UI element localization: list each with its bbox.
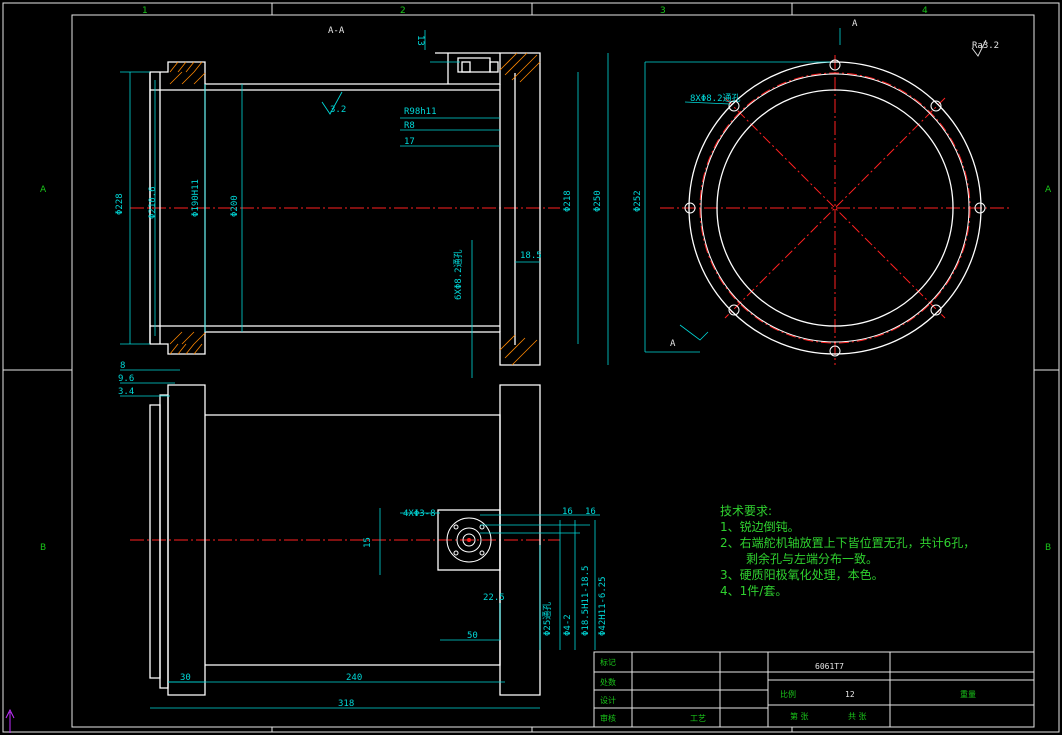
- dim-318: 318: [338, 699, 354, 709]
- title-label-design: 设计: [600, 695, 616, 705]
- end-view: 8XΦ8.2通孔 Φ252 A A Ra3.2: [633, 19, 1010, 365]
- dim-holes-left: 6XΦ8.2通孔: [453, 249, 464, 300]
- title-label-process: 工艺: [690, 714, 706, 723]
- view-arrow-label-bottom: A: [670, 339, 676, 349]
- dim-16a: 16: [562, 507, 573, 517]
- roughness-main: 3.2: [330, 105, 346, 115]
- dim-13: 13: [415, 35, 425, 46]
- dim-d190: Φ190H11: [191, 179, 201, 217]
- dim-18-5: 18.5: [520, 251, 542, 261]
- dim-9-6: 9.6: [118, 374, 134, 384]
- dim-d25: Φ25通孔: [542, 602, 553, 636]
- view-arrow-label-top: A: [852, 19, 858, 29]
- zone-top-1: 1: [142, 6, 148, 16]
- zone-side-b-left: B: [40, 543, 46, 553]
- title-scale: 12: [845, 690, 855, 699]
- title-label-weight: 重量: [960, 689, 976, 699]
- zone-side-a-left: A: [40, 185, 47, 195]
- dim-d250: Φ250: [593, 190, 603, 212]
- dim-fit-r8: R8: [404, 121, 415, 131]
- title-label-review: 审核: [600, 713, 616, 723]
- dim-d200: Φ200: [230, 195, 240, 217]
- dim-d252: Φ252: [633, 190, 643, 212]
- dim-15: 15: [363, 537, 373, 548]
- note-2: 2、右端舵机轴放置上下皆位置无孔，共计6孔，: [720, 536, 976, 550]
- note-3: 3、硬质阳极氧化处理，本色。: [720, 568, 884, 582]
- section-label: A-A: [328, 26, 345, 36]
- dim-22-5: 22.5: [483, 593, 505, 603]
- dim-3-4: 3.4: [118, 387, 134, 397]
- zone-side-a-right: A: [1045, 185, 1052, 195]
- ucs-icon: [5, 708, 15, 733]
- title-label-count: 处数: [600, 677, 616, 687]
- dim-d210-6: Φ210.6: [148, 186, 158, 219]
- dim-d228: Φ228: [115, 193, 125, 215]
- title-label-mark: 标记: [600, 657, 616, 667]
- dim-8: 8: [120, 361, 125, 371]
- dim-fit-r98: R98h11: [404, 107, 437, 117]
- zone-side-b-right: B: [1045, 543, 1051, 553]
- dim-50: 50: [467, 631, 478, 641]
- dim-d42: Φ42H11-6.25: [598, 576, 608, 636]
- dim-16b: 16: [585, 507, 596, 517]
- side-view: 8 9.6 3.4 4XΦ3-8 15 16 16 22.5 50 30 240…: [118, 361, 608, 709]
- roughness-corner: Ra3.2: [972, 41, 999, 51]
- title-label-sheet: 第 张: [790, 711, 809, 721]
- zone-top-4: 4: [922, 6, 928, 16]
- section-view: A-A: [115, 26, 609, 378]
- dim-30: 30: [180, 673, 191, 683]
- title-block: [593, 651, 1035, 728]
- note-4: 4、1件/套。: [720, 584, 788, 598]
- dim-d4: Φ4-2: [563, 614, 573, 636]
- dim-240: 240: [346, 673, 362, 683]
- dim-d18-5: Φ18.5H11-18.5: [581, 566, 591, 636]
- title-material: 6061T7: [815, 662, 844, 671]
- dim-holes-bottom: 4XΦ3-8: [403, 509, 436, 519]
- technical-notes: 技术要求: 1、锐边倒钝。 2、右端舵机轴放置上下皆位置无孔，共计6孔， 剩余孔…: [720, 503, 975, 599]
- note-1: 1、锐边倒钝。: [720, 520, 800, 534]
- dim-17: 17: [404, 137, 415, 147]
- title-label-total: 共 张: [848, 712, 867, 721]
- dim-d218: Φ218: [563, 190, 573, 212]
- dim-holes-right: 8XΦ8.2通孔: [690, 93, 741, 104]
- notes-title: 技术要求:: [720, 504, 773, 518]
- note-2-continued: 剩余孔与左端分布一致。: [746, 552, 879, 566]
- zone-top-3: 3: [660, 6, 666, 16]
- zone-top-2: 2: [400, 6, 406, 16]
- title-label-ratio: 比例: [780, 689, 796, 699]
